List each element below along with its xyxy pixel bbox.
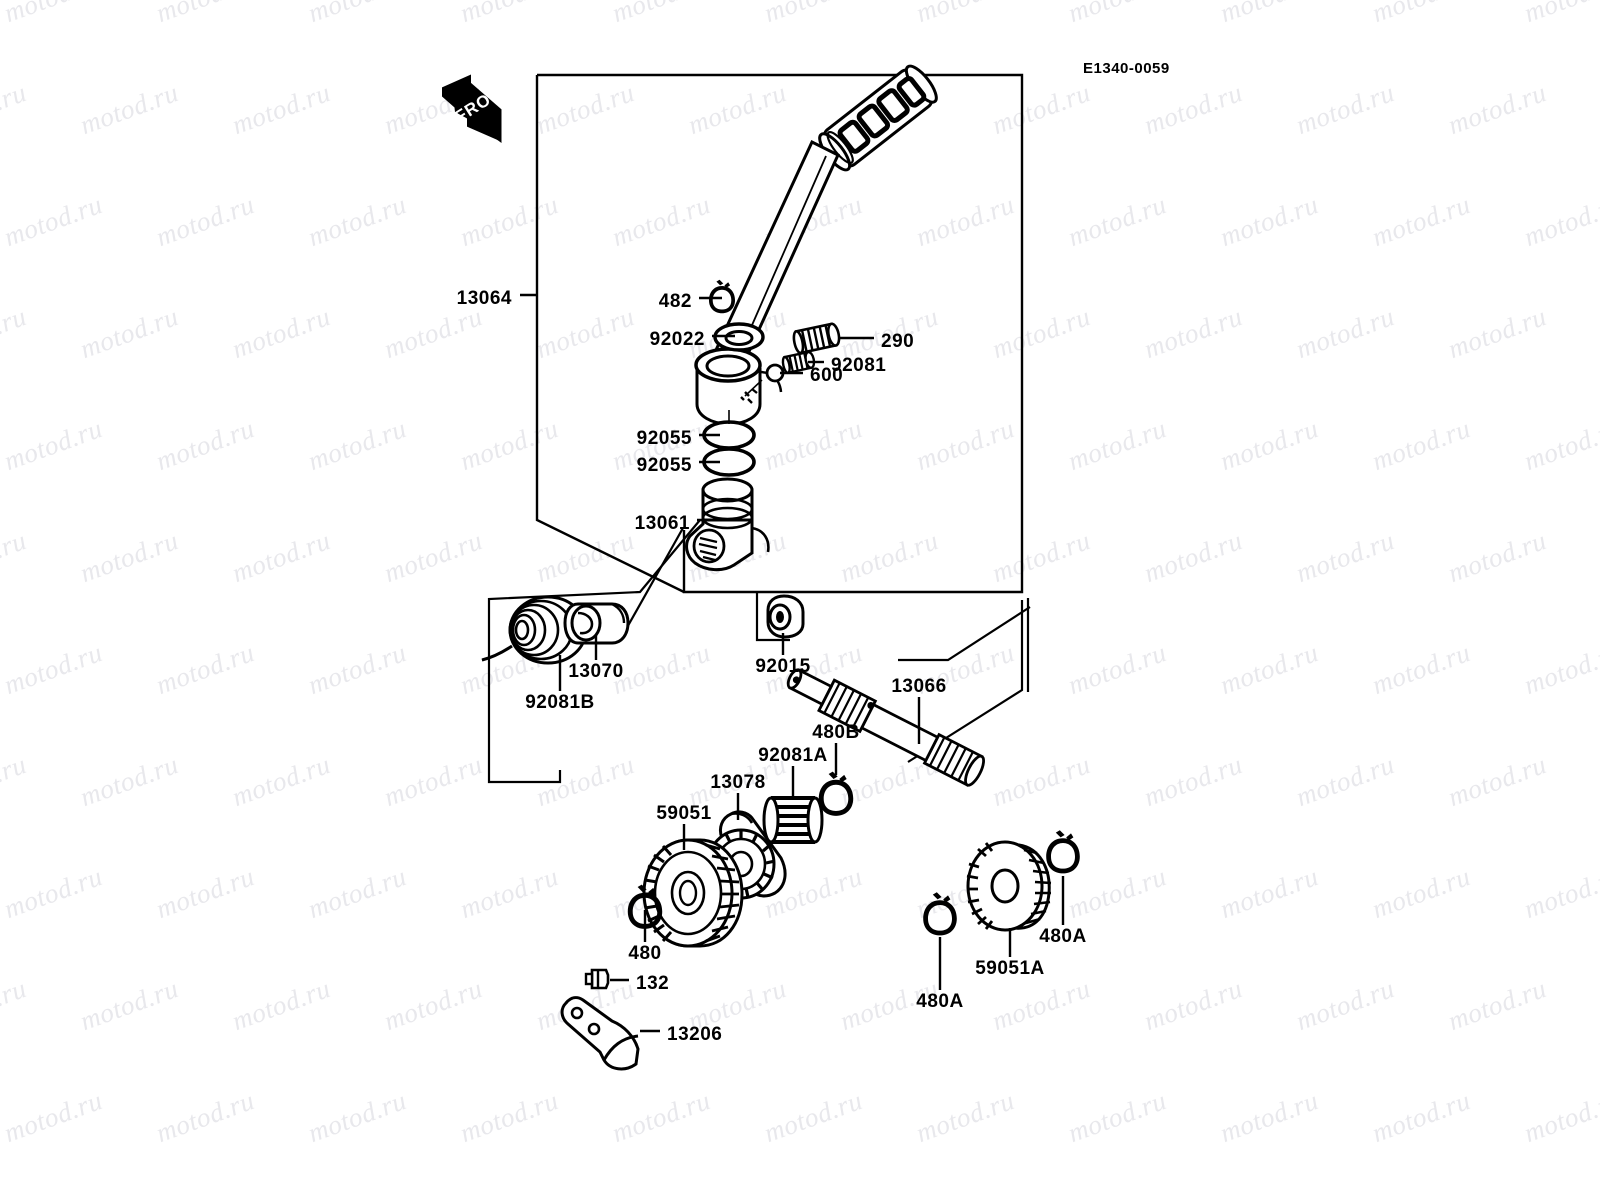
leader-lines [520, 293, 1065, 1033]
part-number-label-480: 480 [628, 943, 662, 964]
part-number-label-600: 600 [810, 365, 844, 386]
part-idle-gear-59051A [966, 840, 1052, 932]
part-number-label-480A-left: 480A [916, 991, 964, 1012]
part-washer-92022 [713, 322, 765, 352]
part-spring-92081A [762, 796, 824, 844]
part-number-label-13078: 13078 [710, 772, 766, 793]
part-number-label-92015: 92015 [755, 656, 811, 677]
part-number-label-480B: 480B [812, 722, 860, 743]
part-snap-ring-480A-left [923, 892, 957, 936]
part-number-label-290: 290 [881, 331, 915, 352]
part-number-label-59051A: 59051A [975, 958, 1045, 979]
part-number-label-92081A: 92081A [758, 745, 828, 766]
part-kick-gear-59051 [642, 838, 744, 948]
part-snap-ring-480A-right [1046, 830, 1080, 874]
part-snap-ring-480B [818, 771, 854, 816]
part-bolt-132 [584, 968, 610, 990]
part-number-label-59051: 59051 [656, 803, 712, 824]
part-number-label-92022: 92022 [649, 329, 705, 350]
part-guide-lever-13206 [560, 996, 640, 1071]
part-number-label-482: 482 [658, 291, 692, 312]
part-number-label-480A-right: 480A [1039, 926, 1087, 947]
part-number-label-92055-b: 92055 [636, 455, 692, 476]
drawing-number: E1340-0059 [1083, 60, 1170, 77]
part-nut-92015 [766, 594, 805, 639]
part-bolt-290 [792, 322, 841, 355]
part-guide-13070 [563, 602, 630, 645]
part-kick-pedal-holder-13061 [685, 477, 770, 572]
part-number-label-132: 132 [636, 973, 670, 994]
part-number-label-92081B: 92081B [525, 692, 595, 713]
part-circlip-482 [708, 279, 736, 314]
part-number-label-13206: 13206 [667, 1024, 723, 1045]
part-number-label-13066: 13066 [891, 676, 947, 697]
part-number-label-92081: 92081 [831, 355, 887, 376]
pedal-boss [694, 347, 783, 426]
subgroup-bracket-left [487, 519, 701, 784]
part-number-label-13061: 13061 [634, 513, 690, 534]
part-number-label-13064: 13064 [456, 288, 512, 309]
part-kick-shaft-13066 [786, 668, 985, 787]
front-direction-badge [442, 74, 502, 143]
part-number-label-92055-a: 92055 [636, 428, 692, 449]
assembly-group-box [535, 73, 1024, 594]
part-number-label-13070: 13070 [568, 661, 624, 682]
